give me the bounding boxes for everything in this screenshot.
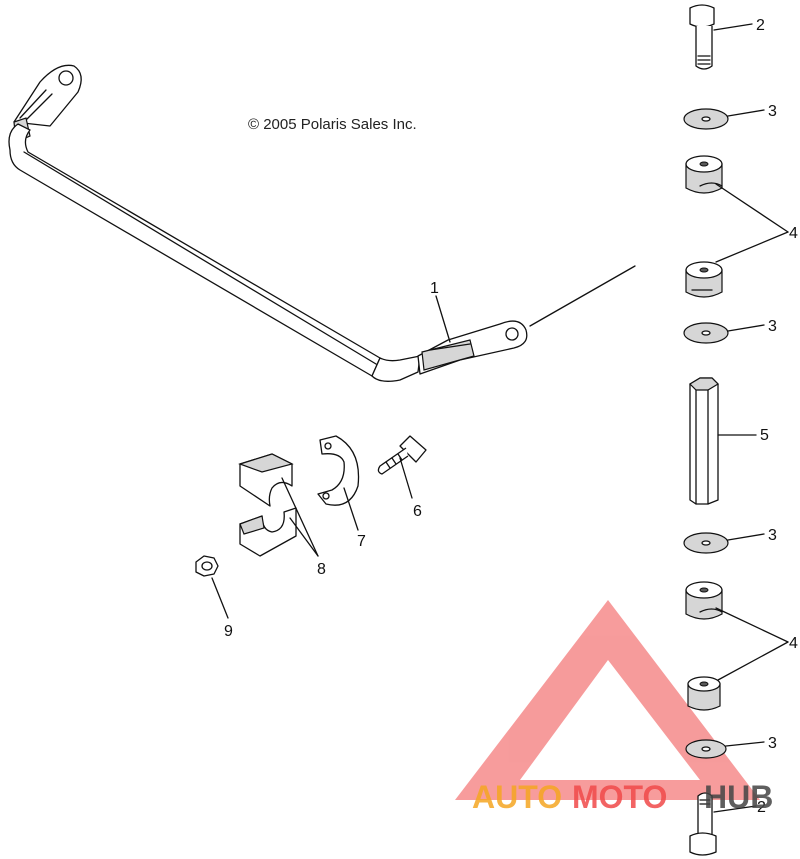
hex-nut: [195, 555, 219, 577]
bushing-lower-b: [687, 676, 721, 711]
leader-lines: [211, 23, 789, 813]
callout-3-b: 3: [768, 318, 777, 335]
carriage-bolt: [377, 435, 427, 475]
washer-c: [683, 532, 729, 554]
callout-5: 5: [760, 427, 769, 444]
watermark-word-auto: AUTO: [472, 779, 562, 815]
callout-8: 8: [317, 561, 326, 578]
stabilizer-bar: [8, 64, 636, 382]
callout-2-top: 2: [756, 17, 765, 34]
washer-b: [683, 322, 729, 344]
bushing-upper-b: [685, 581, 723, 620]
bushing-lower-a: [685, 261, 723, 298]
copyright-text: © 2005 Polaris Sales Inc.: [248, 116, 417, 133]
washer-d: [685, 739, 727, 759]
callout-6: 6: [413, 503, 422, 520]
bolt-bottom: [689, 792, 717, 856]
spacer-tube: [689, 377, 719, 505]
watermark-word-hub: HUB: [704, 779, 773, 815]
callout-3-c: 3: [768, 527, 777, 544]
callout-9: 9: [224, 623, 233, 640]
callout-4-a: 4: [789, 225, 798, 242]
washer-a: [683, 108, 729, 130]
clamp-bushing-upper: [238, 453, 294, 507]
watermark-logo-mark: [455, 600, 760, 800]
callout-2-bottom: 2: [757, 799, 766, 816]
callout-3-a: 3: [768, 103, 777, 120]
callout-7: 7: [357, 533, 366, 550]
clamp-bushing-lower: [239, 507, 297, 557]
bushing-upper-a: [685, 155, 723, 194]
watermark-text: AUTO MOTO HUB: [472, 779, 773, 815]
callout-1: 1: [430, 280, 439, 297]
bolt-top: [689, 4, 715, 70]
callout-4-b: 4: [789, 635, 798, 652]
callout-3-d: 3: [768, 735, 777, 752]
watermark-word-moto: MOTO: [572, 779, 667, 815]
clamp-bracket: [317, 435, 360, 506]
